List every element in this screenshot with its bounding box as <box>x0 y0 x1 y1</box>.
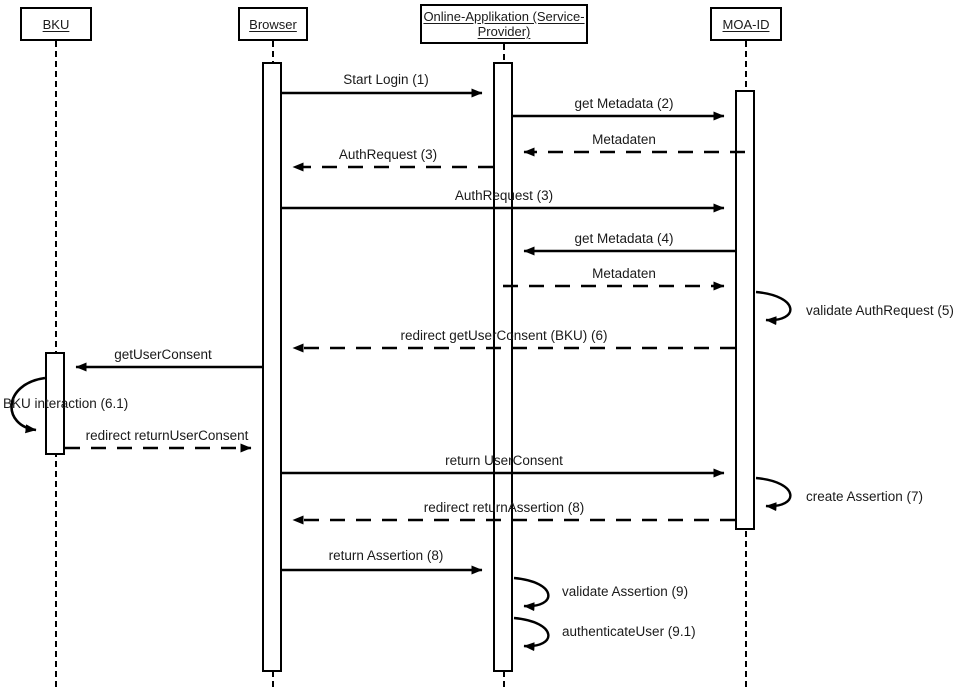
message-label-return-userconsent: return UserConsent <box>445 453 563 468</box>
lifeline-header-online-applikation-label: Online-Applikation (Service-Provider) <box>423 9 585 39</box>
lifeline-header-moa-id-label: MOA-ID <box>722 16 770 32</box>
message-label-return-assertion: return Assertion (8) <box>328 548 444 563</box>
activation-bar-browser <box>262 62 282 672</box>
message-label-authenticateuser: authenticateUser (9.1) <box>562 624 696 639</box>
activation-bar-bku <box>45 352 65 455</box>
message-label-get-metadata-4: get Metadata (4) <box>574 231 674 246</box>
message-arrow-validate-authrequest <box>755 290 792 326</box>
lifeline-header-moa-id[interactable]: MOA-ID <box>710 7 782 41</box>
activation-bar-moa-id <box>735 90 755 530</box>
message-label-start-login: Start Login (1) <box>343 72 429 87</box>
lifeline-header-online-applikation[interactable]: Online-Applikation (Service-Provider) <box>420 4 588 44</box>
message-label-redirect-returnassertion: redirect returnAssertion (8) <box>423 500 585 515</box>
message-arrow-validate-assertion <box>513 576 550 612</box>
message-label-validate-authrequest: validate AuthRequest (5) <box>806 303 954 318</box>
message-arrow-create-assertion <box>755 476 792 512</box>
activation-bar-online-applikation <box>493 62 513 672</box>
message-label-metadaten-2: Metadaten <box>592 266 656 281</box>
message-label-authrequest-3-to-moaid: AuthRequest (3) <box>454 188 554 203</box>
lifeline-header-bku-label: BKU <box>42 16 70 32</box>
message-label-redirect-getuserconsent: redirect getUserConsent (BKU) (6) <box>400 328 608 343</box>
lifeline-header-bku[interactable]: BKU <box>20 7 92 41</box>
message-label-metadaten-1: Metadaten <box>592 132 656 147</box>
message-label-get-metadata-2: get Metadata (2) <box>574 96 674 111</box>
message-label-redirect-returnuserconsent: redirect returnUserConsent <box>85 428 249 443</box>
message-arrow-authenticateuser <box>513 616 550 652</box>
lifeline-header-browser[interactable]: Browser <box>238 7 308 41</box>
message-label-authrequest-3-to-browser: AuthRequest (3) <box>338 147 438 162</box>
message-label-create-assertion: create Assertion (7) <box>806 489 924 504</box>
message-label-getuserconsent: getUserConsent <box>114 347 212 362</box>
lifeline-header-browser-label: Browser <box>249 16 297 32</box>
message-label-bku-interaction: BKU interaction (6.1) <box>3 396 129 411</box>
message-label-validate-assertion: validate Assertion (9) <box>562 584 689 599</box>
